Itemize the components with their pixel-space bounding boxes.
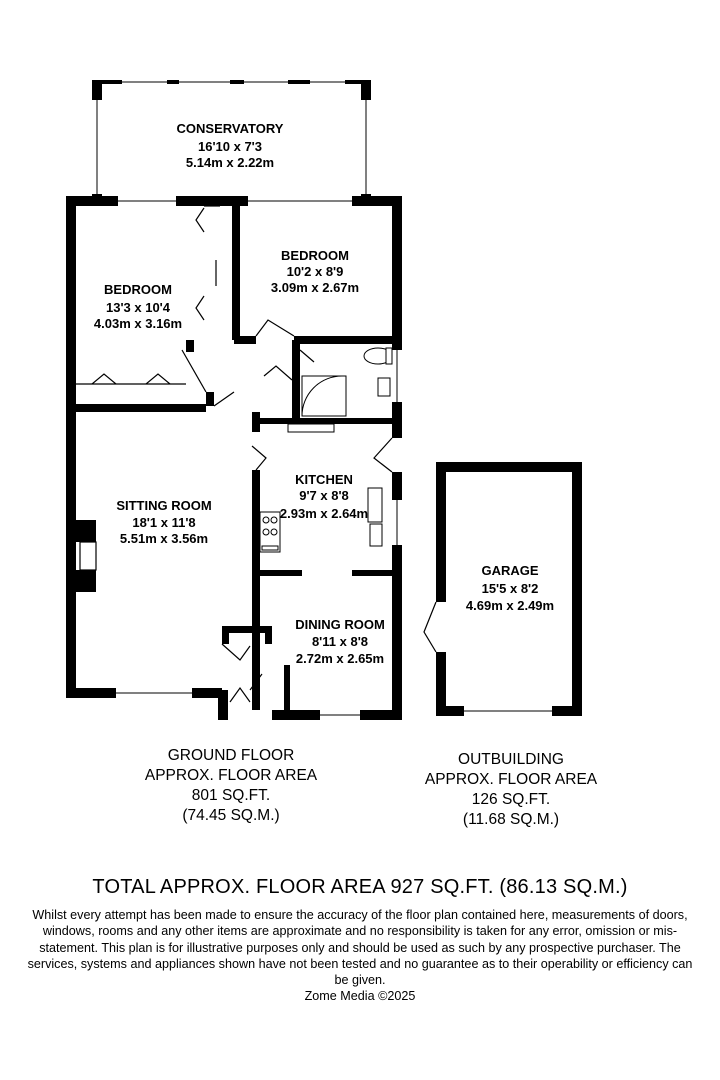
basin-icon: [377, 377, 391, 397]
room-labels: CONSERVATORY 16'10 x 7'3 5.14m x 2.22m B…: [94, 121, 554, 666]
garage-name: GARAGE: [481, 563, 538, 578]
outbuilding-sqm: (11.68 SQ.M.): [462, 811, 560, 828]
kitchen-name: KITCHEN: [295, 472, 353, 487]
conservatory-name: CONSERVATORY: [177, 121, 284, 136]
conservatory-imperial: 16'10 x 7'3: [198, 139, 262, 154]
dining-room-name: DINING ROOM: [295, 617, 385, 632]
window-lines: [96, 81, 552, 716]
sink-icon: [367, 487, 383, 523]
disclaimer-block: Whilst every attempt has been made to en…: [20, 907, 700, 1005]
garage-metric: 4.69m x 2.49m: [466, 598, 554, 613]
shower-tray-icon: [301, 375, 347, 417]
floor-plan-drawing: CONSERVATORY 16'10 x 7'3 5.14m x 2.22m B…: [66, 80, 582, 720]
ground-floor-title: GROUND FLOOR: [167, 747, 295, 764]
kitchen-imperial: 9'7 x 8'8: [299, 488, 349, 503]
bedroom-right-metric: 3.09m x 2.67m: [271, 280, 359, 295]
copyright-text: Zome Media ©2025: [304, 989, 416, 1004]
kitchen-metric: 2.93m x 2.64m: [280, 506, 368, 521]
garage-imperial: 15'5 x 8'2: [482, 581, 539, 596]
conservatory-metric: 5.14m x 2.22m: [186, 155, 274, 170]
ground-floor-sqm: (74.45 SQ.M.): [182, 807, 280, 824]
door-swings: [76, 205, 437, 703]
sitting-room-imperial: 18'1 x 11'8: [132, 515, 195, 530]
disclaimer-text: Whilst every attempt has been made to en…: [27, 908, 693, 988]
bedroom-right-name: BEDROOM: [281, 248, 349, 263]
outbuilding-caption: OUTBUILDING APPROX. FLOOR AREA 126 SQ.FT…: [396, 750, 626, 830]
ground-floor-sqft: 801 SQ.FT.: [191, 787, 271, 804]
outbuilding-title: OUTBUILDING: [458, 751, 564, 768]
ground-floor-caption: GROUND FLOOR APPROX. FLOOR AREA 801 SQ.F…: [116, 746, 346, 826]
bedroom-left-name: BEDROOM: [104, 282, 172, 297]
walls: [66, 80, 582, 720]
outbuilding-sqft: 126 SQ.FT.: [471, 791, 551, 808]
dining-room-metric: 2.72m x 2.65m: [296, 651, 384, 666]
total-floor-area: TOTAL APPROX. FLOOR AREA 927 SQ.FT. (86.…: [92, 876, 628, 898]
bedroom-right-imperial: 10'2 x 8'9: [287, 264, 344, 279]
dining-room-imperial: 8'11 x 8'8: [312, 634, 368, 649]
bedroom-left-imperial: 13'3 x 10'4: [106, 300, 171, 315]
sitting-room-metric: 5.51m x 3.56m: [120, 531, 208, 546]
fixtures: [259, 347, 393, 553]
sitting-room-name: SITTING ROOM: [116, 498, 211, 513]
ground-floor-label: APPROX. FLOOR AREA: [144, 767, 318, 784]
outbuilding-label: APPROX. FLOOR AREA: [424, 771, 598, 788]
bedroom-left-metric: 4.03m x 3.16m: [94, 316, 182, 331]
